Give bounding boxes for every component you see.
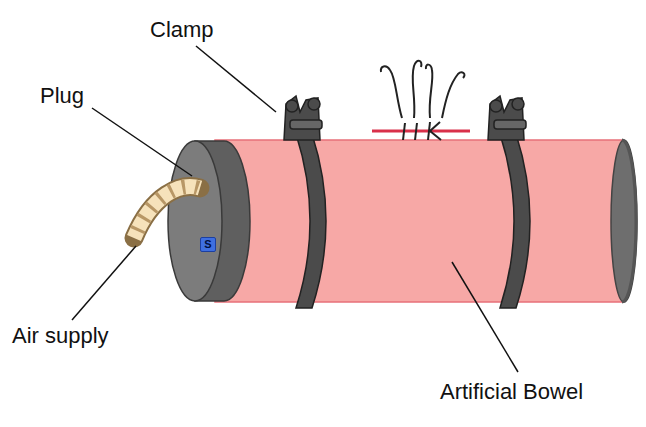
tube-outline <box>134 187 200 238</box>
part-label: Plug <box>40 84 84 108</box>
end-cap <box>611 140 637 302</box>
end-cap-rim <box>622 140 636 302</box>
artificial-bowel <box>215 140 636 302</box>
suture-line <box>372 130 470 133</box>
leader-lines <box>72 46 518 372</box>
part-label: Air supply <box>12 324 109 348</box>
tag-text: S <box>204 239 211 250</box>
clamp-left <box>284 96 326 308</box>
air-tube <box>134 187 200 238</box>
part-label: Artificial Bowel <box>440 380 583 404</box>
part-label: Clamp <box>150 18 214 42</box>
clamp-right <box>488 96 530 308</box>
sticker-tag: S <box>200 237 216 252</box>
stitches <box>403 122 441 140</box>
tube-rings <box>136 187 198 234</box>
air-leak <box>381 61 465 118</box>
